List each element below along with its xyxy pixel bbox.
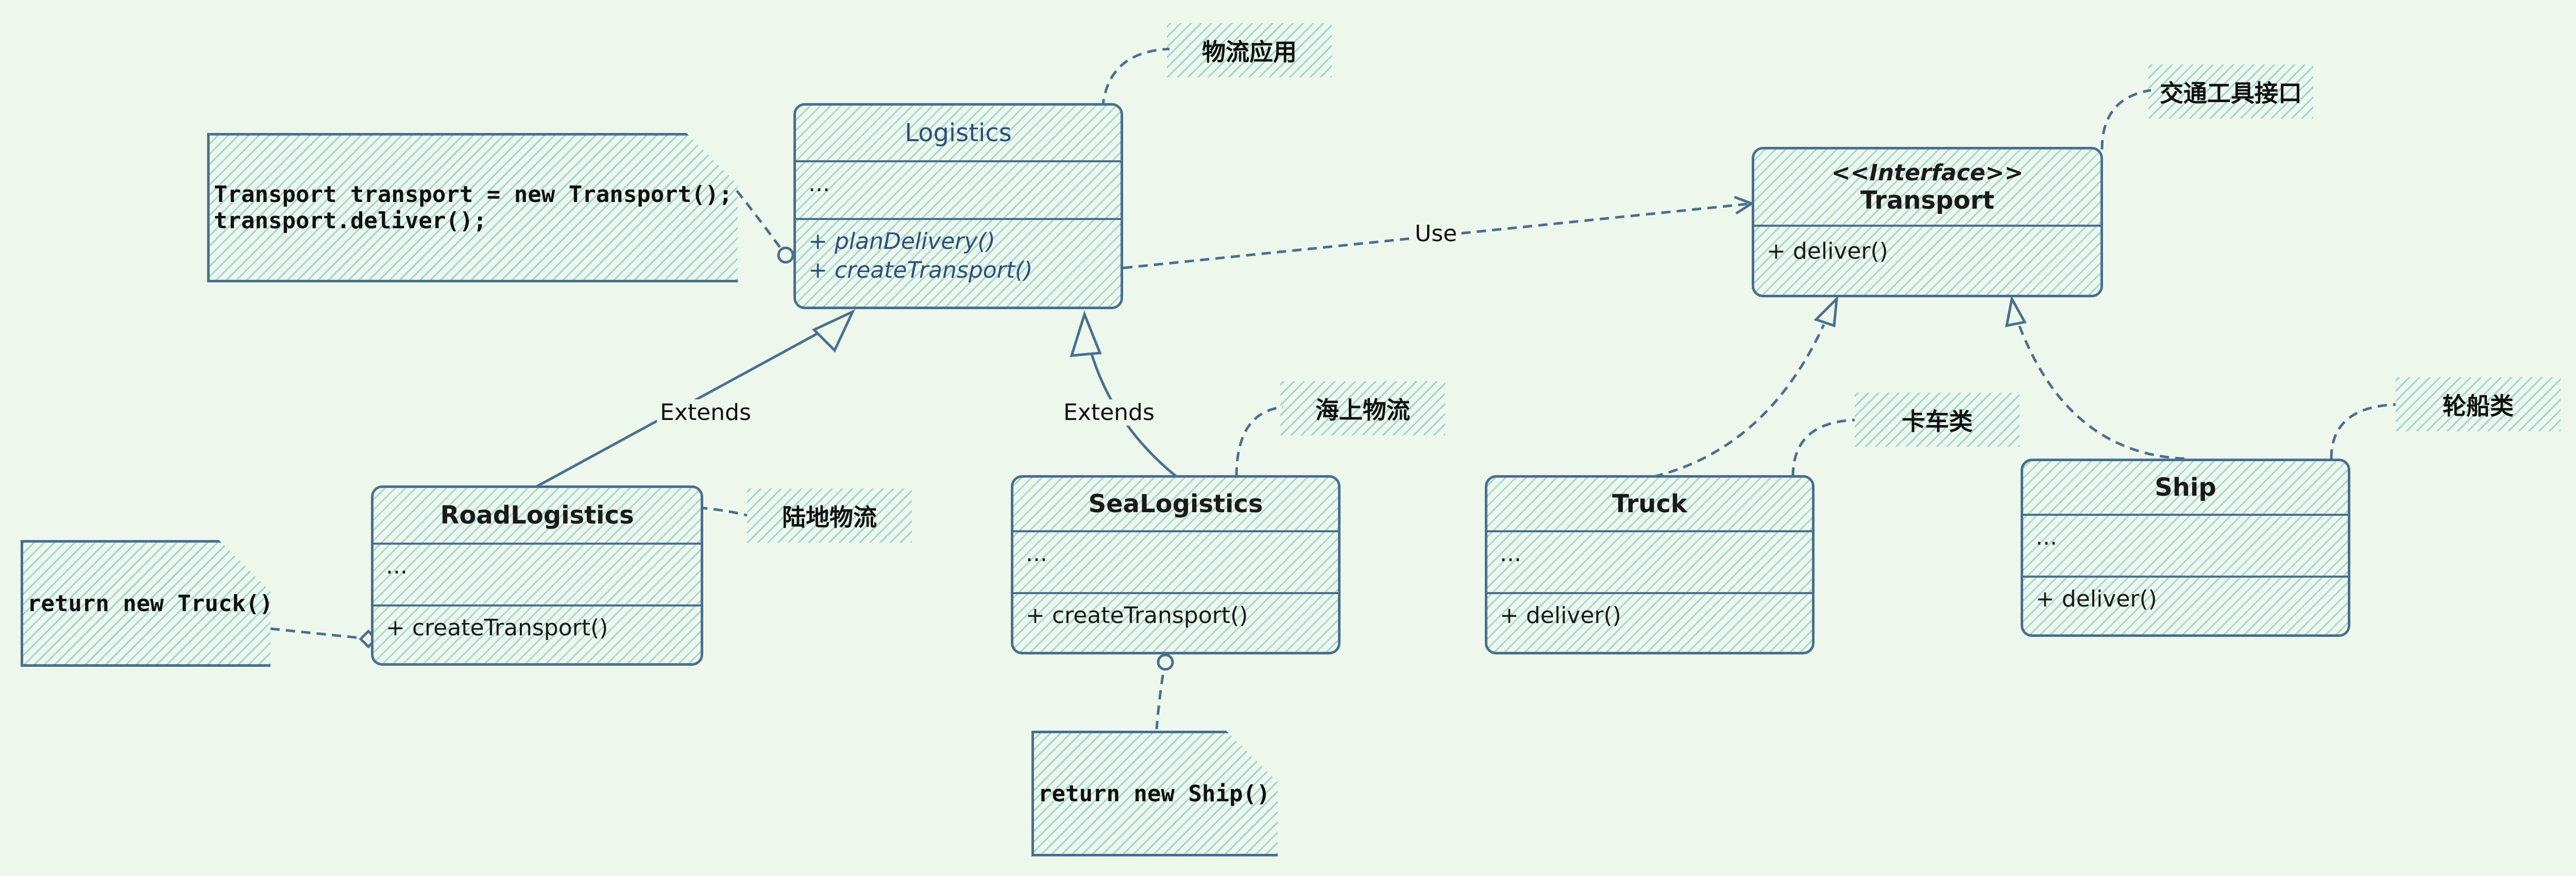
transport-deliver-method: + deliver() — [1767, 238, 1888, 264]
sea-logistics-methods: + createTransport() — [1013, 594, 1338, 637]
sea-tag: 海上物流 — [1280, 381, 1445, 435]
ship-tag-link — [2330, 403, 2396, 459]
ship-fields-row: ... — [2036, 524, 2057, 550]
logistics-note-link — [736, 190, 787, 256]
road-note-line: return new Truck() — [27, 590, 273, 617]
use-label: Use — [1412, 221, 1461, 247]
road-logistics-class[interactable]: RoadLogistics ... + createTransport() — [371, 485, 703, 666]
sea-extends-label: Extends — [1060, 399, 1158, 426]
logistics-note[interactable]: Transport transport = new Transport(); t… — [207, 133, 738, 282]
road-logistics-fields: ... — [374, 545, 701, 607]
transport-interface[interactable]: <<Interface>> Transport + deliver() — [1752, 147, 2103, 297]
sea-note-anchor — [1157, 653, 1174, 671]
sea-note[interactable]: return new Ship() — [1031, 731, 1278, 856]
logistics-methods: + planDelivery() + createTransport() — [796, 220, 1121, 292]
logistics-fields-row: ... — [808, 171, 830, 197]
transport-tag-link — [2100, 89, 2151, 150]
truck-tag-link — [1791, 418, 1855, 477]
truck-deliver-method: + deliver() — [1500, 602, 1621, 629]
transport-tag: 交通工具接口 — [2148, 64, 2313, 119]
ship-class-name: Ship — [2023, 461, 2348, 516]
truck-implements-line — [1653, 324, 1825, 478]
ship-implements-head — [2005, 295, 2027, 328]
road-logistics-methods: + createTransport() — [374, 607, 701, 650]
truck-class[interactable]: Truck ... + deliver() — [1485, 475, 1815, 654]
plan-delivery-method: + planDelivery() — [808, 228, 995, 255]
truck-implements-head — [1814, 295, 1839, 328]
truck-fields: ... — [1487, 532, 1812, 594]
logistics-class[interactable]: Logistics ... + planDelivery() + createT… — [793, 103, 1123, 309]
sea-logistics-fields-row: ... — [1026, 541, 1047, 567]
road-tag: 陆地物流 — [747, 488, 912, 543]
interface-stereotype: <<Interface>> — [1831, 159, 2024, 186]
road-note[interactable]: return new Truck() — [21, 540, 270, 667]
logistics-note-anchor — [777, 246, 794, 264]
truck-fields-row: ... — [1500, 541, 1521, 567]
road-logistics-fields-row: ... — [386, 553, 408, 579]
sea-logistics-name: SeaLogistics — [1013, 478, 1338, 532]
transport-methods: + deliver() — [1754, 227, 2100, 273]
ship-implements-line — [2015, 319, 2185, 460]
logistics-tag-link — [1101, 47, 1170, 109]
sea-logistics-fields: ... — [1013, 532, 1338, 594]
road-note-link — [270, 627, 371, 641]
ship-tag: 轮船类 — [2396, 377, 2561, 431]
road-tag-link — [698, 506, 748, 517]
ship-fields: ... — [2023, 516, 2348, 578]
ship-methods: + deliver() — [2023, 578, 2348, 621]
sea-create-transport-method: + createTransport() — [1026, 602, 1248, 629]
logistics-note-line-2: transport.deliver(); — [214, 208, 487, 234]
sea-extends-head — [1070, 310, 1102, 357]
truck-tag: 卡车类 — [1855, 393, 2020, 447]
transport-interface-name: Transport — [1860, 186, 1995, 215]
transport-interface-head: <<Interface>> Transport — [1754, 149, 2100, 227]
sea-logistics-class[interactable]: SeaLogistics ... + createTransport() — [1011, 475, 1341, 654]
road-extends-label: Extends — [657, 399, 754, 426]
road-logistics-name: RoadLogistics — [374, 488, 701, 545]
logistics-tag: 物流应用 — [1167, 23, 1332, 77]
logistics-note-line-1: Transport transport = new Transport(); — [214, 181, 733, 208]
truck-class-name: Truck — [1487, 478, 1812, 532]
ship-class[interactable]: Ship ... + deliver() — [2021, 459, 2350, 637]
create-transport-method: + createTransport() — [808, 257, 1033, 283]
truck-methods: + deliver() — [1487, 594, 1812, 637]
ship-deliver-method: + deliver() — [2036, 586, 2157, 612]
logistics-fields: ... — [796, 162, 1121, 220]
sea-note-line: return new Ship() — [1038, 780, 1270, 807]
road-extends-head — [811, 309, 856, 353]
sea-tag-link — [1235, 406, 1283, 477]
road-create-transport-method: + createTransport() — [386, 615, 608, 641]
logistics-class-name: Logistics — [796, 106, 1121, 162]
